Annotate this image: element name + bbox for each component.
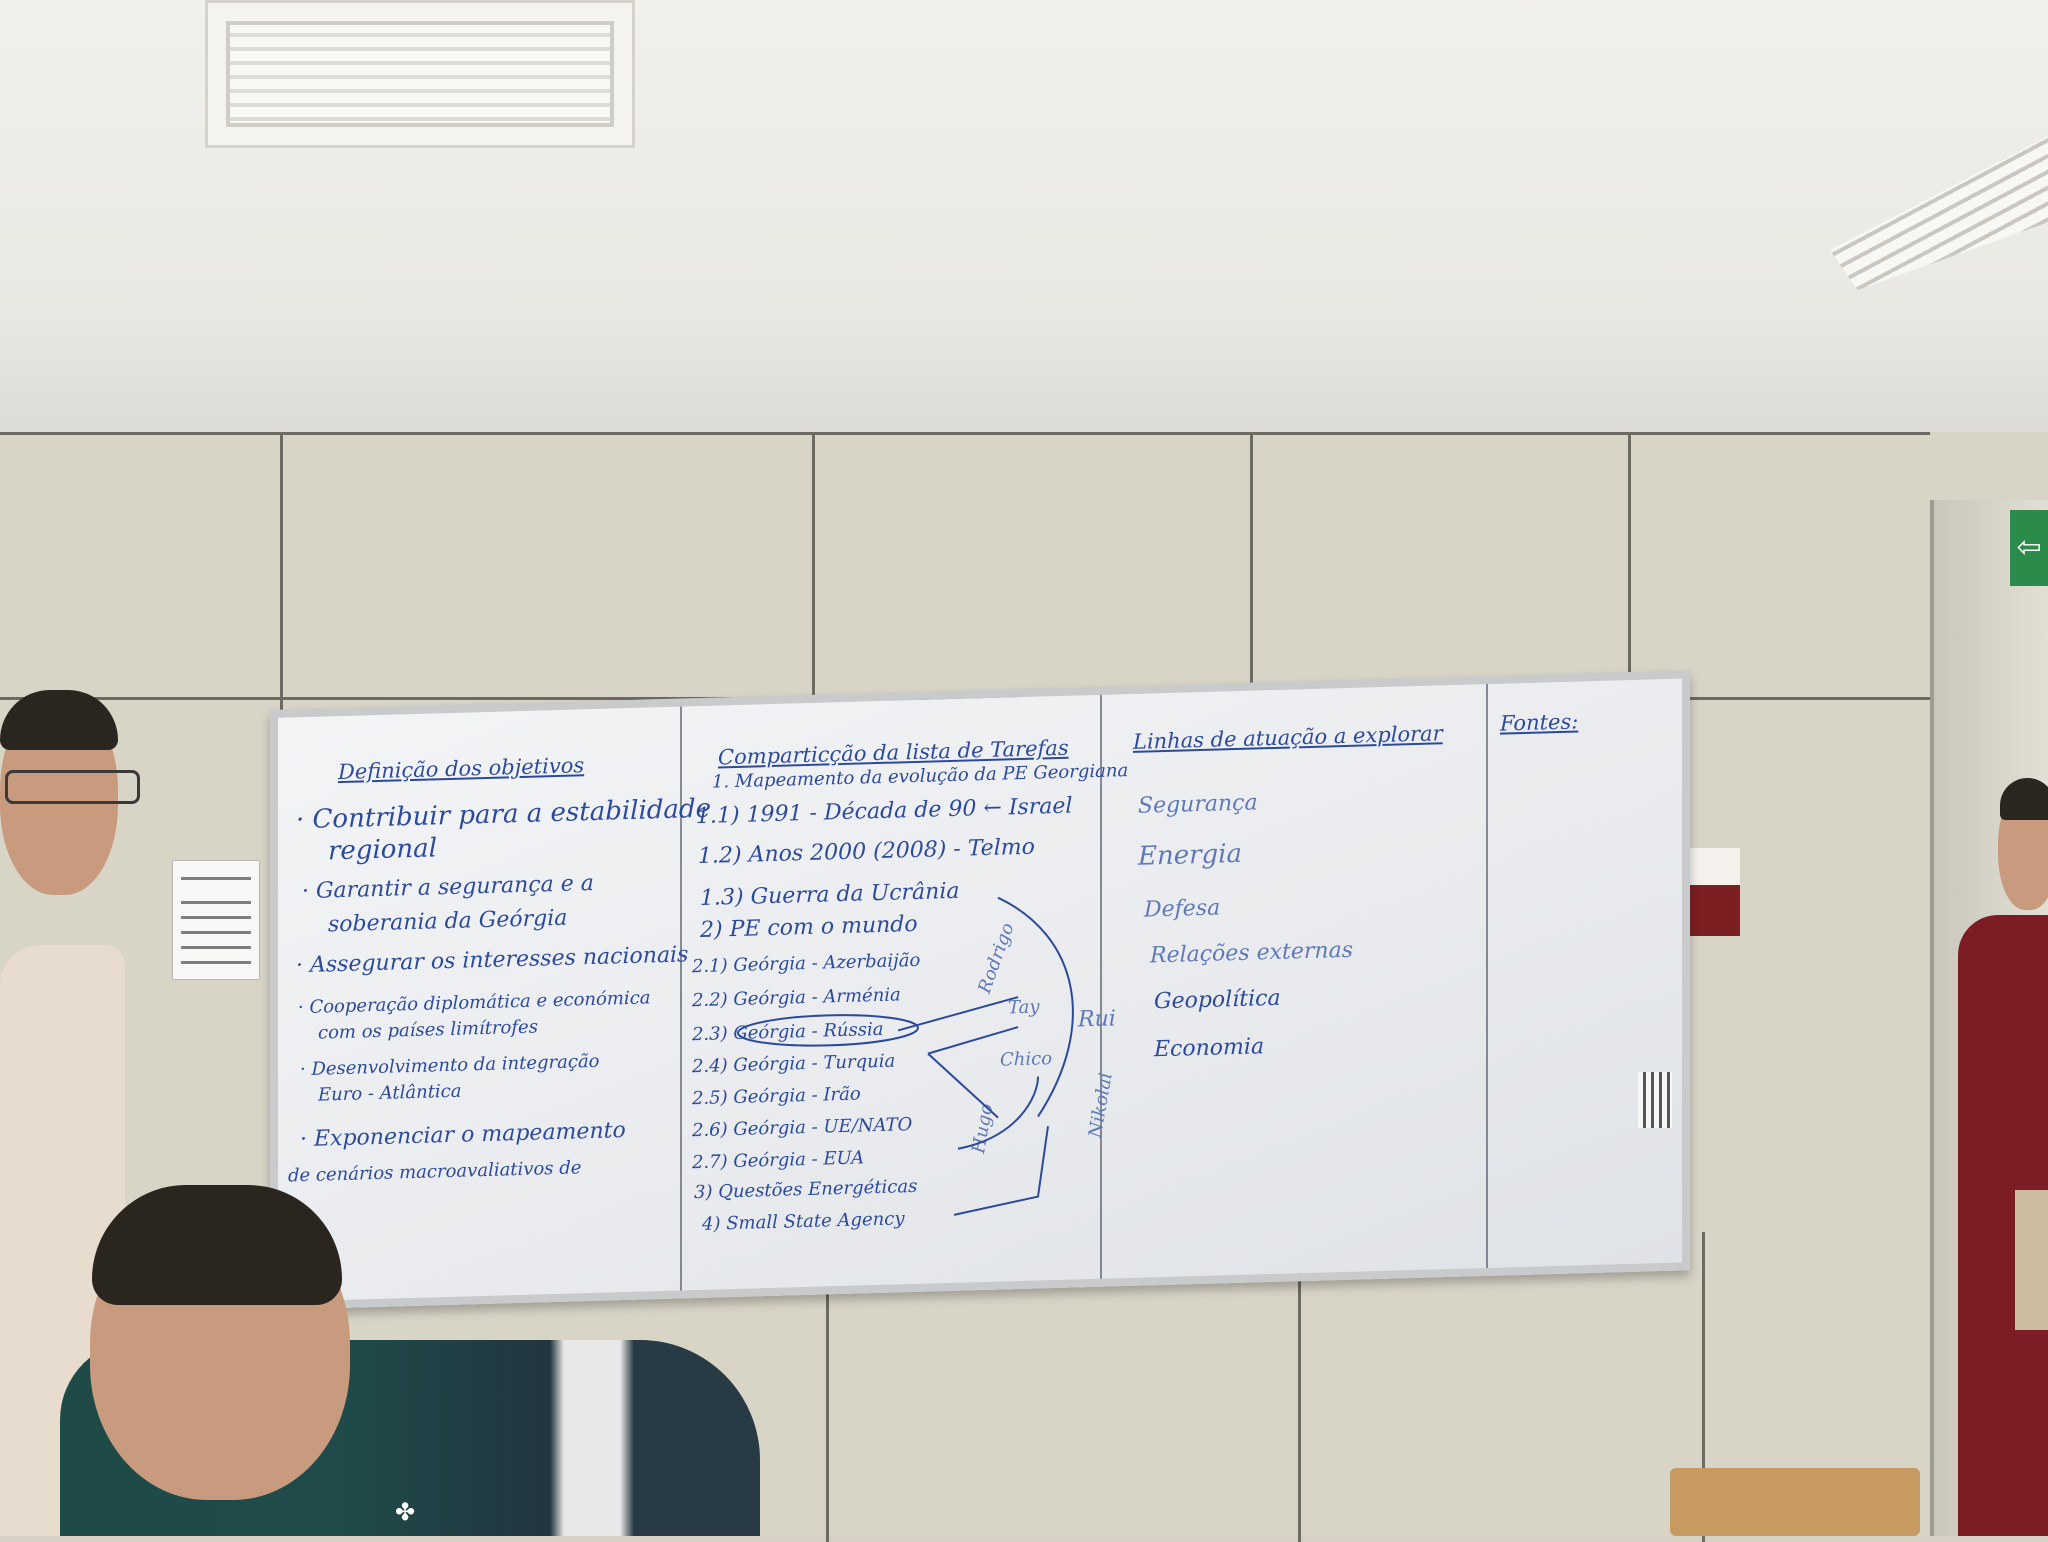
person-front-hair [92, 1185, 342, 1305]
col3-line: Defesa [1144, 895, 1221, 923]
panel-seam [826, 1282, 829, 1542]
board-connector-lines [737, 896, 1074, 1216]
col3-line: Geopolítica [1154, 985, 1281, 1015]
chair [1670, 1468, 1920, 1536]
col3-line: Energia [1138, 838, 1242, 872]
poster-line [181, 916, 251, 919]
panel-seam [1250, 432, 1253, 712]
poster-line [181, 961, 251, 964]
panel-seam [280, 432, 283, 722]
panel-seam [812, 432, 815, 712]
whiteboard: Definição dos objetivos · Contribuir par… [270, 670, 1690, 1310]
panel-seam [1298, 1252, 1301, 1542]
panel-seam [1702, 1232, 1705, 1542]
poster-left [172, 860, 260, 980]
trefoil-logo-icon: ✤ [395, 1498, 416, 1526]
poster-line [181, 901, 251, 904]
person-left-hair [0, 690, 118, 750]
col4-heading: Fontes: [1500, 709, 1579, 736]
board-eraser [1638, 1072, 1672, 1128]
ceiling-vent-right [1830, 130, 2048, 290]
poster-line [181, 946, 251, 949]
col3-line: Segurança [1138, 790, 1258, 819]
exit-sign: ⇦ [2010, 510, 2048, 586]
panel-seam [0, 432, 1930, 435]
person-right-hair [2000, 778, 2048, 820]
exit-arrow-icon: ⇦ [2016, 530, 2042, 565]
poster-line [181, 877, 251, 880]
ceiling [0, 0, 2048, 440]
col3-line: Economia [1154, 1034, 1265, 1063]
ceiling-vent-left [205, 0, 635, 148]
glasses [5, 770, 140, 804]
poster-line [181, 931, 251, 934]
person-right-pants [2015, 1190, 2048, 1330]
panel-seam [1628, 432, 1631, 712]
